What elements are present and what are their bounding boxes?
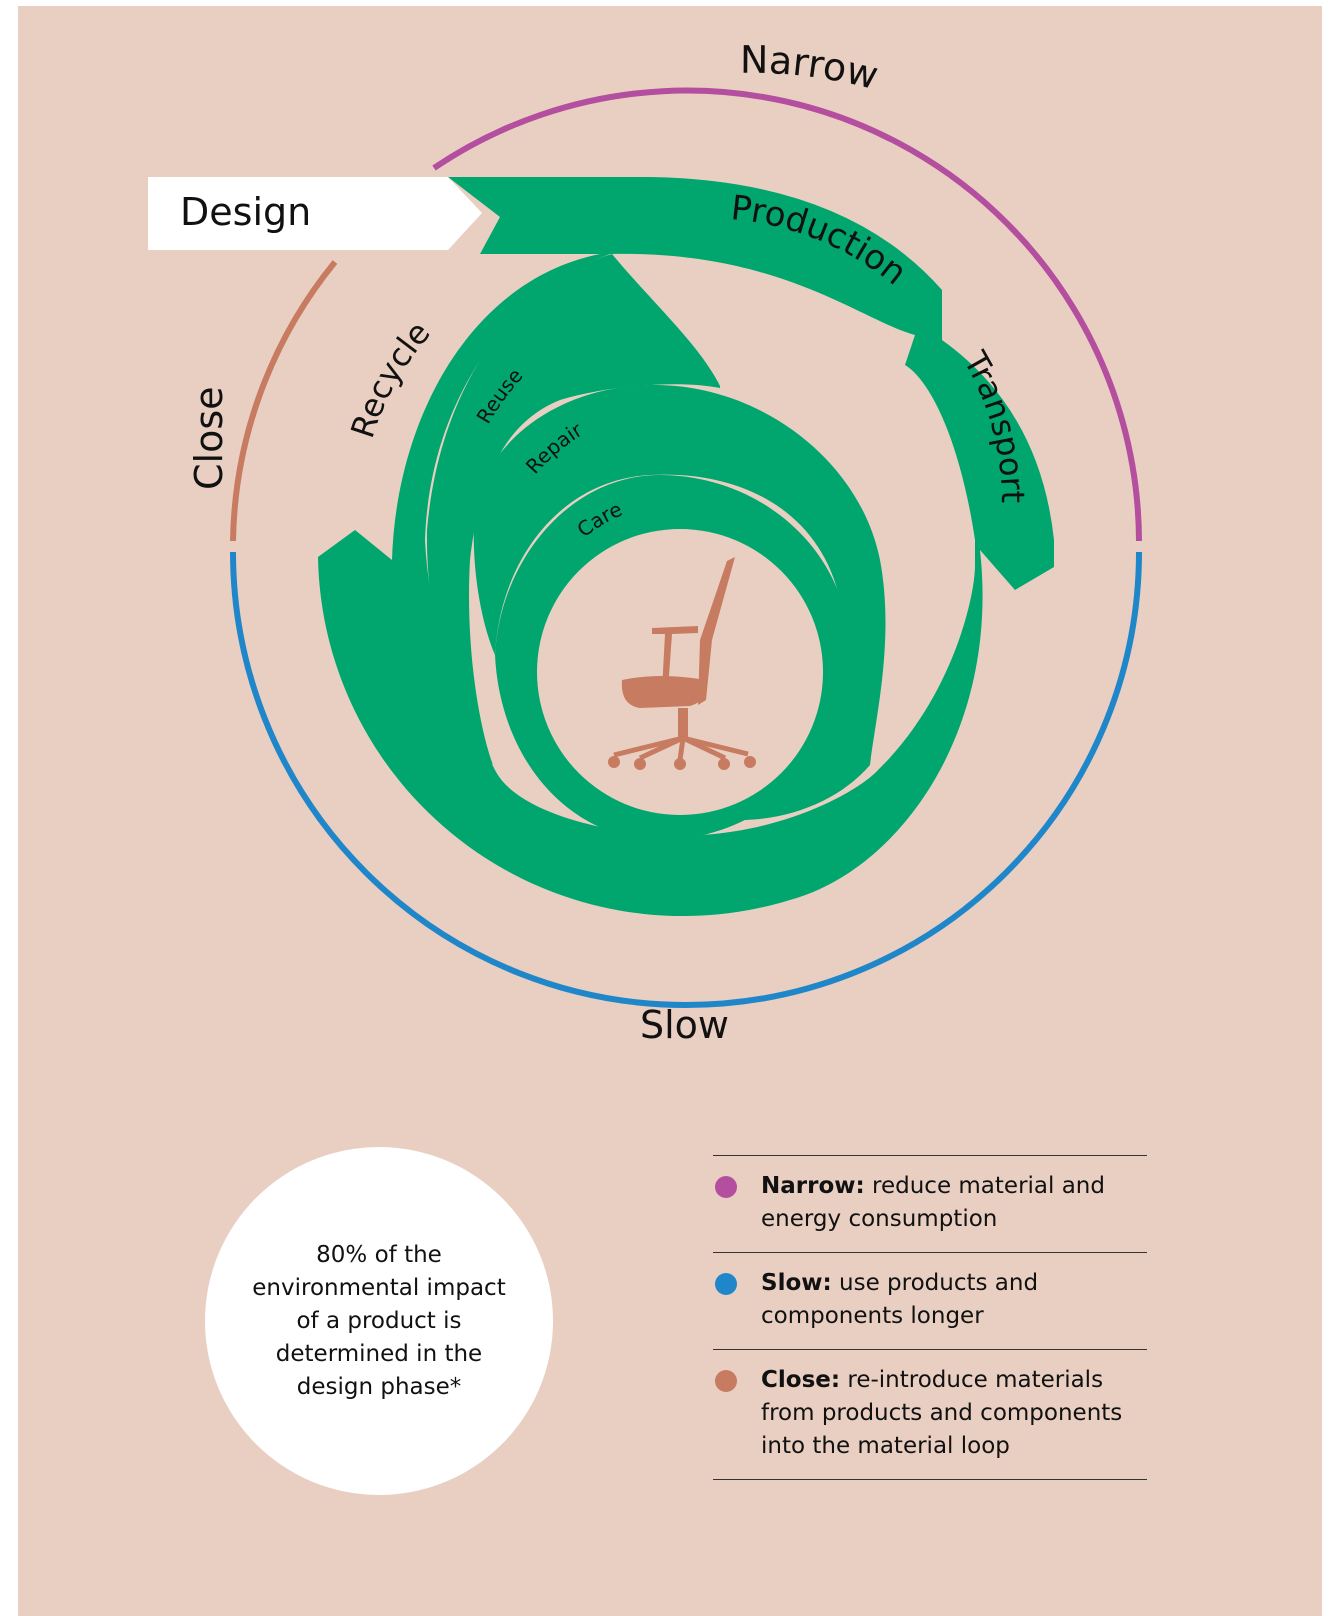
slow-dot-icon	[715, 1273, 737, 1295]
legend: Narrow: reduce material and energy consu…	[713, 1155, 1147, 1480]
care-loop-center	[537, 529, 823, 815]
note-circle: 80% of the environmental impact of a pro…	[205, 1147, 553, 1495]
slow-ring	[230, 551, 1142, 1008]
close-dot-icon	[715, 1370, 737, 1392]
note-text: 80% of the environmental impact of a pro…	[252, 1241, 506, 1400]
legend-term: Narrow:	[761, 1173, 865, 1199]
repair-loop	[473, 385, 886, 820]
narrow-ring-label: Narrow	[740, 38, 883, 98]
legend-item-slow: Slow: use products and components longer	[713, 1252, 1147, 1349]
design-arrow	[148, 177, 482, 250]
legend-term: Slow:	[761, 1270, 832, 1296]
design-label: Design	[180, 190, 312, 234]
svg-text:Narrow: Narrow	[740, 38, 883, 98]
legend-item-narrow: Narrow: reduce material and energy consu…	[713, 1155, 1147, 1252]
reuse-loop	[426, 254, 720, 765]
close-ring	[230, 260, 338, 542]
slow-ring-label: Slow	[640, 1003, 729, 1047]
legend-description: use products and components longer	[761, 1270, 1039, 1329]
close-ring-label: Close	[187, 386, 231, 490]
legend-description: reduce material and energy consumption	[761, 1173, 1105, 1232]
narrow-dot-icon	[715, 1176, 737, 1198]
narrow-ring	[432, 87, 1142, 542]
legend-description: re-introduce materials from products and…	[761, 1367, 1123, 1459]
office-chair-icon	[608, 557, 756, 770]
legend-term: Close:	[761, 1367, 841, 1393]
legend-item-close: Close: re-introduce materials from produ…	[713, 1349, 1147, 1480]
